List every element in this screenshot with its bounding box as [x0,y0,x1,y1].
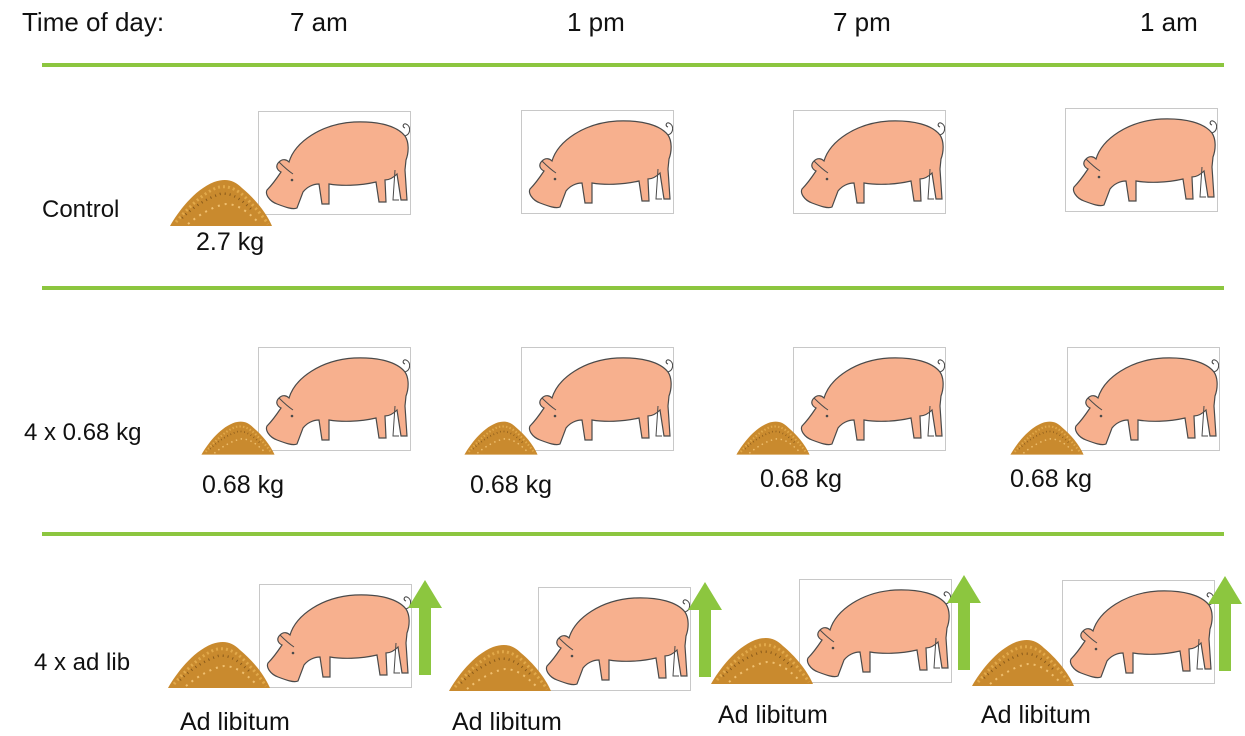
pig-icon [1062,580,1215,684]
divider-bottom [42,532,1224,536]
row-label-control: Control [42,198,119,222]
time-7am: 7 am [290,9,348,35]
pig-icon [258,111,411,215]
amount-adlib-3: Ad libitum [718,703,828,728]
pig-icon [521,347,674,451]
feed-pile-icon [709,630,815,686]
time-1pm: 1 pm [567,9,625,35]
amount-4x068-1: 0.68 kg [202,473,284,498]
pig-icon [1067,347,1220,451]
amount-control: 2.7 kg [196,230,264,255]
feed-pile-icon [735,413,811,459]
pig-icon [799,579,952,683]
pig-icon [521,110,674,214]
amount-adlib-1: Ad libitum [180,710,290,735]
arrow-up-icon [1208,576,1242,671]
feed-pile-icon [970,632,1076,688]
amount-4x068-2: 0.68 kg [470,473,552,498]
divider-middle [42,286,1224,290]
amount-adlib-4: Ad libitum [981,703,1091,728]
pig-icon [258,347,411,451]
time-of-day-label: Time of day: [22,9,164,35]
feed-pile-icon [166,634,272,690]
feed-pile-icon [463,413,539,459]
amount-4x068-3: 0.68 kg [760,467,842,492]
row-label-4x068: 4 x 0.68 kg [24,421,141,445]
feed-pile-icon [1009,413,1085,459]
time-1am: 1 am [1140,9,1198,35]
pig-icon [793,347,946,451]
amount-adlib-2: Ad libitum [452,710,562,735]
feed-pile-icon [200,413,276,459]
arrow-up-icon [408,580,442,675]
feed-pile-icon [168,172,274,228]
pig-icon [259,584,412,688]
time-7pm: 7 pm [833,9,891,35]
pig-icon [793,110,946,214]
divider-top [42,63,1224,67]
row-label-4xadlib: 4 x ad lib [34,651,130,675]
feed-pile-icon [447,637,553,693]
amount-4x068-4: 0.68 kg [1010,467,1092,492]
pig-icon [538,587,691,691]
pig-icon [1065,108,1218,212]
